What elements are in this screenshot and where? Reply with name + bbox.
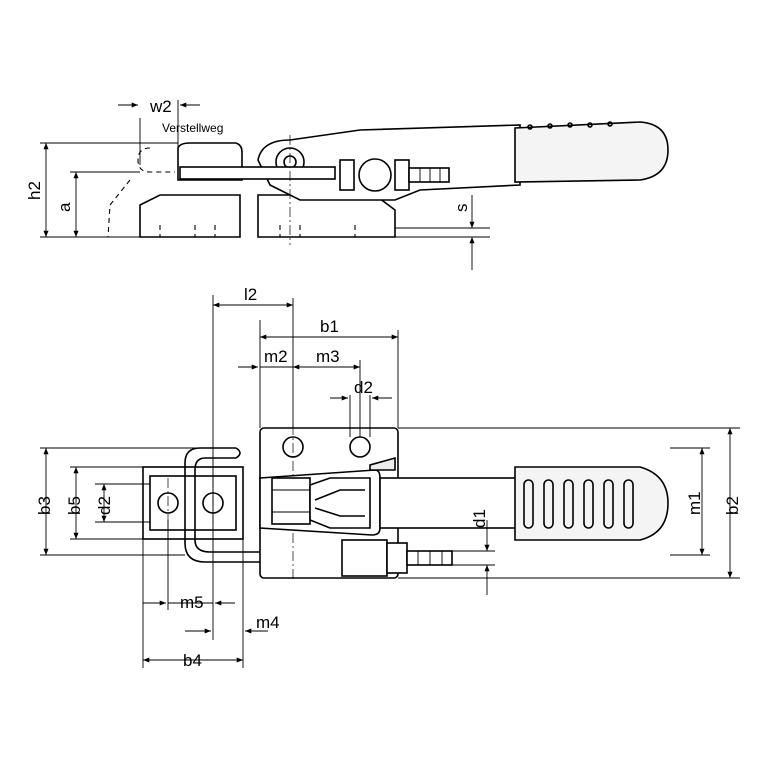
side-dimensions xyxy=(40,100,490,270)
label-s: s xyxy=(452,204,471,213)
label-b5: b5 xyxy=(65,496,84,515)
label-m5: m5 xyxy=(180,593,204,612)
label-w2: w2 xyxy=(149,97,172,116)
label-b4: b4 xyxy=(183,651,202,670)
label-d2-top: d2 xyxy=(354,378,373,397)
label-m1: m1 xyxy=(685,491,704,515)
plan-view xyxy=(142,425,669,580)
label-m2: m2 xyxy=(264,347,288,366)
label-b2: b2 xyxy=(723,496,742,515)
label-l2: l2 xyxy=(244,285,257,304)
label-h2: h2 xyxy=(25,181,44,200)
label-a: a xyxy=(55,202,74,212)
label-b3: b3 xyxy=(35,496,54,515)
label-m4: m4 xyxy=(256,613,280,632)
plan-nut xyxy=(341,539,388,577)
plan-dimensions xyxy=(40,295,740,668)
side-view xyxy=(107,121,669,245)
plan-grip xyxy=(514,466,669,541)
side-base-left xyxy=(139,194,241,238)
label-d1: d1 xyxy=(470,509,489,528)
side-base-right xyxy=(257,194,396,238)
plan-u-hook xyxy=(184,447,350,563)
side-grip xyxy=(514,121,669,183)
label-d2-left: d2 xyxy=(95,496,114,515)
dimension-labels: w2 Verstellweg h2 a s l2 b1 m2 m3 d2 b3 … xyxy=(25,97,742,670)
label-verstellweg: Verstellweg xyxy=(162,121,223,135)
label-b1: b1 xyxy=(320,317,339,336)
side-rod xyxy=(179,166,336,180)
label-m3: m3 xyxy=(316,347,340,366)
